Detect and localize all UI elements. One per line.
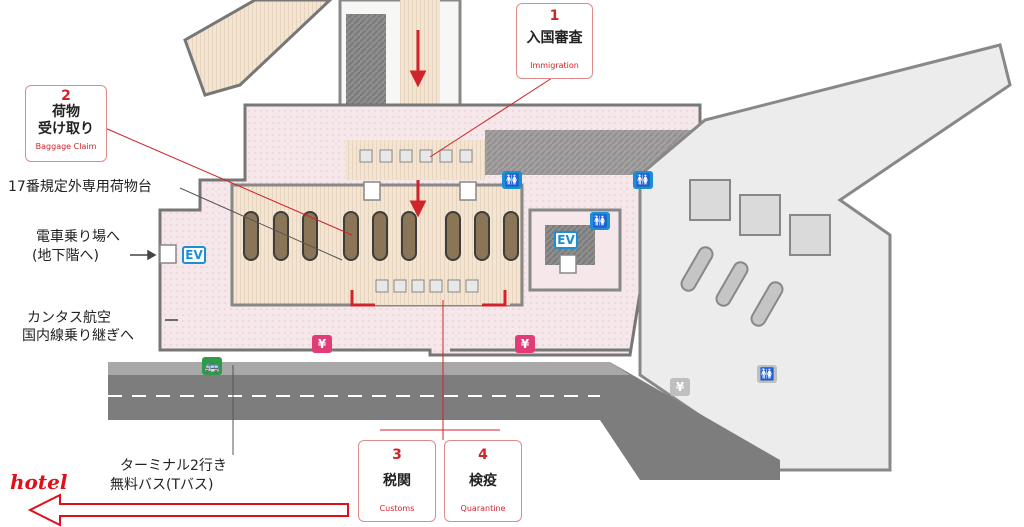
- carousel-7: [445, 211, 461, 261]
- step-number: 3: [392, 447, 402, 463]
- carousel-4: [343, 211, 359, 261]
- bus-label-1: ターミナル2行き: [120, 458, 227, 474]
- qantas-label-2: 国内線乗り継ぎへ: [22, 328, 134, 344]
- hotel-arrow: [27, 493, 349, 527]
- baggage-claim-callout: 2 荷物 受け取り Baggage Claim: [25, 85, 107, 162]
- flow-arrows: [409, 30, 427, 218]
- road: [108, 362, 780, 480]
- bus-label-2: 無料バス(Tバス): [110, 477, 214, 493]
- direction-arrows: [130, 249, 178, 321]
- train-label-1: 電車乗り場へ: [36, 229, 120, 245]
- right-terminal: [638, 43, 1012, 472]
- quarantine-callout: 4 検疫 Quarantine: [444, 440, 522, 522]
- immigration-callout: 1 入国審査 Immigration: [516, 3, 593, 79]
- baggage-carousels: [243, 211, 519, 261]
- step-number: 2: [61, 88, 71, 104]
- bus-icon: 🚌: [202, 357, 222, 375]
- immigration-label-en: Immigration: [530, 61, 579, 70]
- customs-callout: 3 税関 Customs: [358, 440, 436, 522]
- restroom-icon: 🚻: [502, 171, 522, 189]
- currency-exchange-icon: ¥: [670, 378, 690, 396]
- restroom-icon: 🚻: [757, 365, 777, 383]
- step-number: 4: [478, 447, 488, 463]
- customs-booths: [350, 270, 510, 307]
- carousel-5: [372, 211, 388, 261]
- currency-exchange-icon: ¥: [515, 335, 535, 353]
- carousel-1: [243, 211, 259, 261]
- hotel-label: hotel: [10, 470, 68, 494]
- restroom-icon: 🚻: [633, 171, 653, 189]
- leader-lines: [104, 77, 553, 440]
- qantas-label-1: カンタス航空: [27, 310, 111, 326]
- customs-label-en: Customs: [379, 504, 415, 513]
- carousel-3: [302, 211, 318, 261]
- carousel-6: [401, 211, 417, 261]
- grey-leaders: [179, 187, 343, 455]
- baggage-claim-label-1: 荷物: [52, 104, 80, 120]
- currency-exchange-icon: ¥: [312, 335, 332, 353]
- baggage-claim-label-2: 受け取り: [38, 121, 94, 137]
- quarantine-label: 検疫: [469, 473, 497, 489]
- immigration-booths: [359, 149, 473, 163]
- carousel-2: [273, 211, 289, 261]
- carousel-9: [503, 211, 519, 261]
- step-number: 1: [549, 8, 560, 24]
- elevator-icon: EV: [554, 231, 578, 249]
- oversize-baggage-label: 17番規定外専用荷物台: [8, 179, 152, 195]
- immigration-label: 入国審査: [526, 30, 583, 46]
- baggage-claim-label-en: Baggage Claim: [35, 142, 97, 151]
- customs-label: 税関: [383, 473, 411, 489]
- train-label-2: (地下階へ): [32, 248, 99, 264]
- carousel-8: [474, 211, 490, 261]
- pier-left: [183, 0, 333, 97]
- quarantine-label-en: Quarantine: [460, 504, 506, 513]
- elevator-icon: EV: [182, 246, 206, 264]
- escalators: [159, 181, 577, 274]
- restroom-icon: 🚻: [590, 212, 610, 230]
